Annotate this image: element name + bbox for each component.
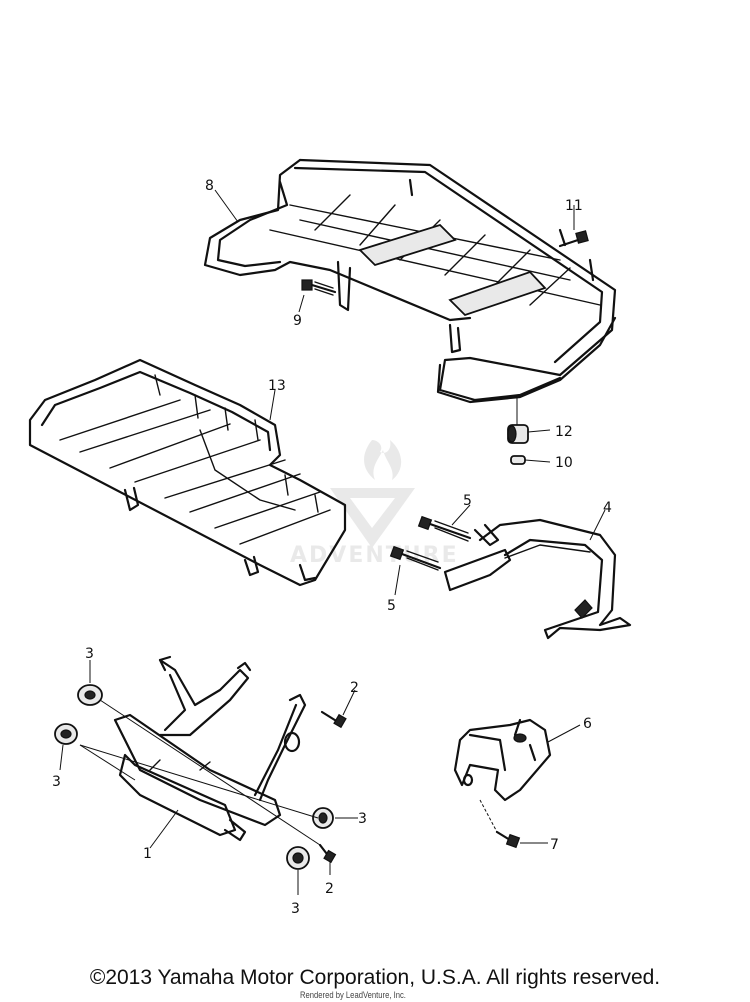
callout-2-lower: 2: [325, 881, 334, 897]
callout-8: 8: [205, 178, 214, 194]
bolt-5-lower[interactable]: [389, 545, 442, 571]
watermark-text: ADVENTURE: [290, 543, 459, 568]
front-guard-1[interactable]: [113, 655, 307, 842]
grommet-3-right[interactable]: [312, 807, 334, 829]
exploded-view-drawing: ADVENTURE: [28, 158, 632, 917]
grommet-3-bottom[interactable]: [286, 846, 310, 870]
bolt-11[interactable]: [558, 230, 589, 248]
callout-7: 7: [550, 837, 559, 853]
bolt-2-upper[interactable]: [320, 710, 347, 729]
copyright-notice: ©2013 Yamaha Motor Corporation, U.S.A. A…: [89, 966, 661, 989]
callout-3-left: 3: [52, 774, 61, 790]
callout-3-bottom: 3: [291, 901, 300, 917]
watermark-logo: ADVENTURE: [290, 440, 459, 568]
callout-10: 10: [555, 455, 573, 471]
bolt-9[interactable]: [301, 279, 337, 296]
callout-5-upper: 5: [463, 493, 472, 509]
front-carrier-13[interactable]: [28, 358, 347, 587]
rendered-by-credit: Rendered by LeadVenture, Inc.: [300, 990, 406, 1000]
grommet-3-left[interactable]: [54, 723, 78, 745]
callout-1: 1: [143, 846, 152, 862]
callout-3-right: 3: [358, 811, 367, 827]
bracket-4[interactable]: [443, 518, 632, 640]
grommet-3-top-left[interactable]: [77, 684, 103, 706]
callout-11: 11: [565, 198, 583, 214]
bolt-2-lower[interactable]: [318, 843, 337, 864]
collar-12[interactable]: [507, 424, 529, 444]
callout-6: 6: [583, 716, 592, 732]
washer-10[interactable]: [510, 455, 526, 465]
callout-4: 4: [603, 500, 612, 516]
callout-12: 12: [555, 424, 573, 440]
leader-lines: [59, 189, 606, 895]
rear-carrier-8[interactable]: [203, 158, 617, 404]
bracket-6[interactable]: [453, 718, 552, 802]
callout-9: 9: [293, 313, 302, 329]
callout-3-top: 3: [85, 646, 94, 662]
bolt-7[interactable]: [495, 830, 521, 849]
callout-13: 13: [268, 378, 286, 394]
callout-2-upper: 2: [350, 680, 359, 696]
bolt-5-upper[interactable]: [417, 515, 472, 542]
callout-5-lower: 5: [387, 598, 396, 614]
